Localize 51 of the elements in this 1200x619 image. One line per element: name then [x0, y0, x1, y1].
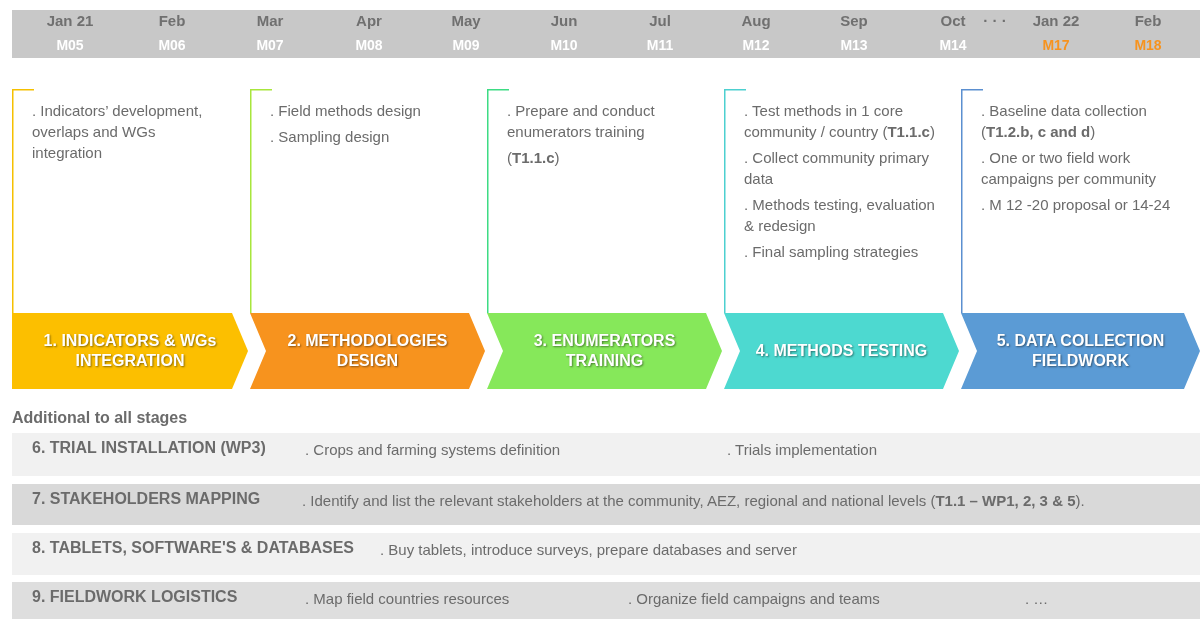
month-label: Jun [550, 12, 578, 29]
stage-note: . Sampling design [270, 127, 391, 147]
stage-title: 4. METHODS TESTING [755, 341, 928, 361]
task-title: 9. FIELDWORK LOGISTICS [32, 588, 238, 606]
stage-title: 2. METHODOLOGIES DESIGN [286, 331, 449, 371]
stage-banner [250, 313, 485, 389]
task-note: . Organize field campaigns and teams [628, 590, 880, 607]
stage-banner [724, 313, 959, 389]
task-note: . Identify and list the relevant stakeholders at the community, AEZ, regional and national levels (T1.1 – WP1, 2, 3 & 5). [302, 492, 1085, 509]
task-band [12, 582, 1200, 619]
task-note: . Buy tablets, introduce surveys, prepare databases and server [380, 541, 797, 558]
task-note: . Trials implementation [727, 441, 878, 458]
month-label: Aug [741, 12, 771, 29]
task-title: 7. STAKEHOLDERS MAPPING [32, 490, 261, 508]
task-note: . Crops and farming systems definition [305, 441, 561, 458]
stage-note: . Baseline data collection (T1.2.b, c and d) [981, 101, 1148, 142]
month-label: Jan 22 [1032, 12, 1080, 29]
stage-note: . Test methods in 1 core community / country (T1.1.c) [744, 101, 936, 142]
stage-note: . Collect community primary data [744, 148, 931, 189]
stage-banner [487, 313, 722, 389]
task-note: . … [1025, 590, 1049, 607]
stage-title: 5. DATA COLLECTION FIELDWORK [995, 331, 1166, 371]
month-label: Apr [356, 12, 382, 29]
month-label: Jul [649, 12, 671, 29]
stage-note: . Prepare and conduct enumerators training [507, 101, 656, 142]
month-label: Oct [940, 12, 966, 29]
task-title: 6. TRIAL INSTALLATION (WP3) [32, 439, 266, 457]
month-number: M18 [1134, 37, 1162, 53]
stage-note: . Indicators’ development, overlaps and WGs integration [32, 101, 204, 163]
stage-note: . M 12 -20 proposal or 14-24 [981, 195, 1172, 215]
section-heading: Additional to all stages [12, 409, 188, 427]
task-note: . Map field countries resources [305, 590, 510, 607]
stage-note: . One or two field work campaigns per community [981, 148, 1158, 189]
month-label: Sep [840, 12, 868, 29]
stage-note: (T1.1.c) [507, 148, 561, 168]
month-number: M17 [1042, 37, 1070, 53]
task-band [12, 484, 1200, 525]
stage-title: 1. INDICATORS & WGs INTEGRATION [42, 331, 218, 371]
month-label: Mar [256, 12, 284, 29]
stage-banner [12, 313, 248, 389]
month-label: Feb [1134, 12, 1162, 29]
stage-note: . Field methods design [270, 101, 422, 121]
stage-note: . Final sampling strategies [744, 242, 920, 262]
stage-title: 3. ENUMERATORS TRAINING [532, 331, 677, 371]
month-label: May [451, 12, 481, 29]
month-label: Feb [158, 12, 186, 29]
task-title: 8. TABLETS, SOFTWARE'S & DATABASES [32, 539, 355, 557]
month-label: Jan 21 [46, 12, 94, 29]
stage-banner [961, 313, 1200, 389]
ellipsis: · · · [983, 12, 1007, 29]
stage-note: . Methods testing, evaluation & redesign [744, 195, 936, 236]
